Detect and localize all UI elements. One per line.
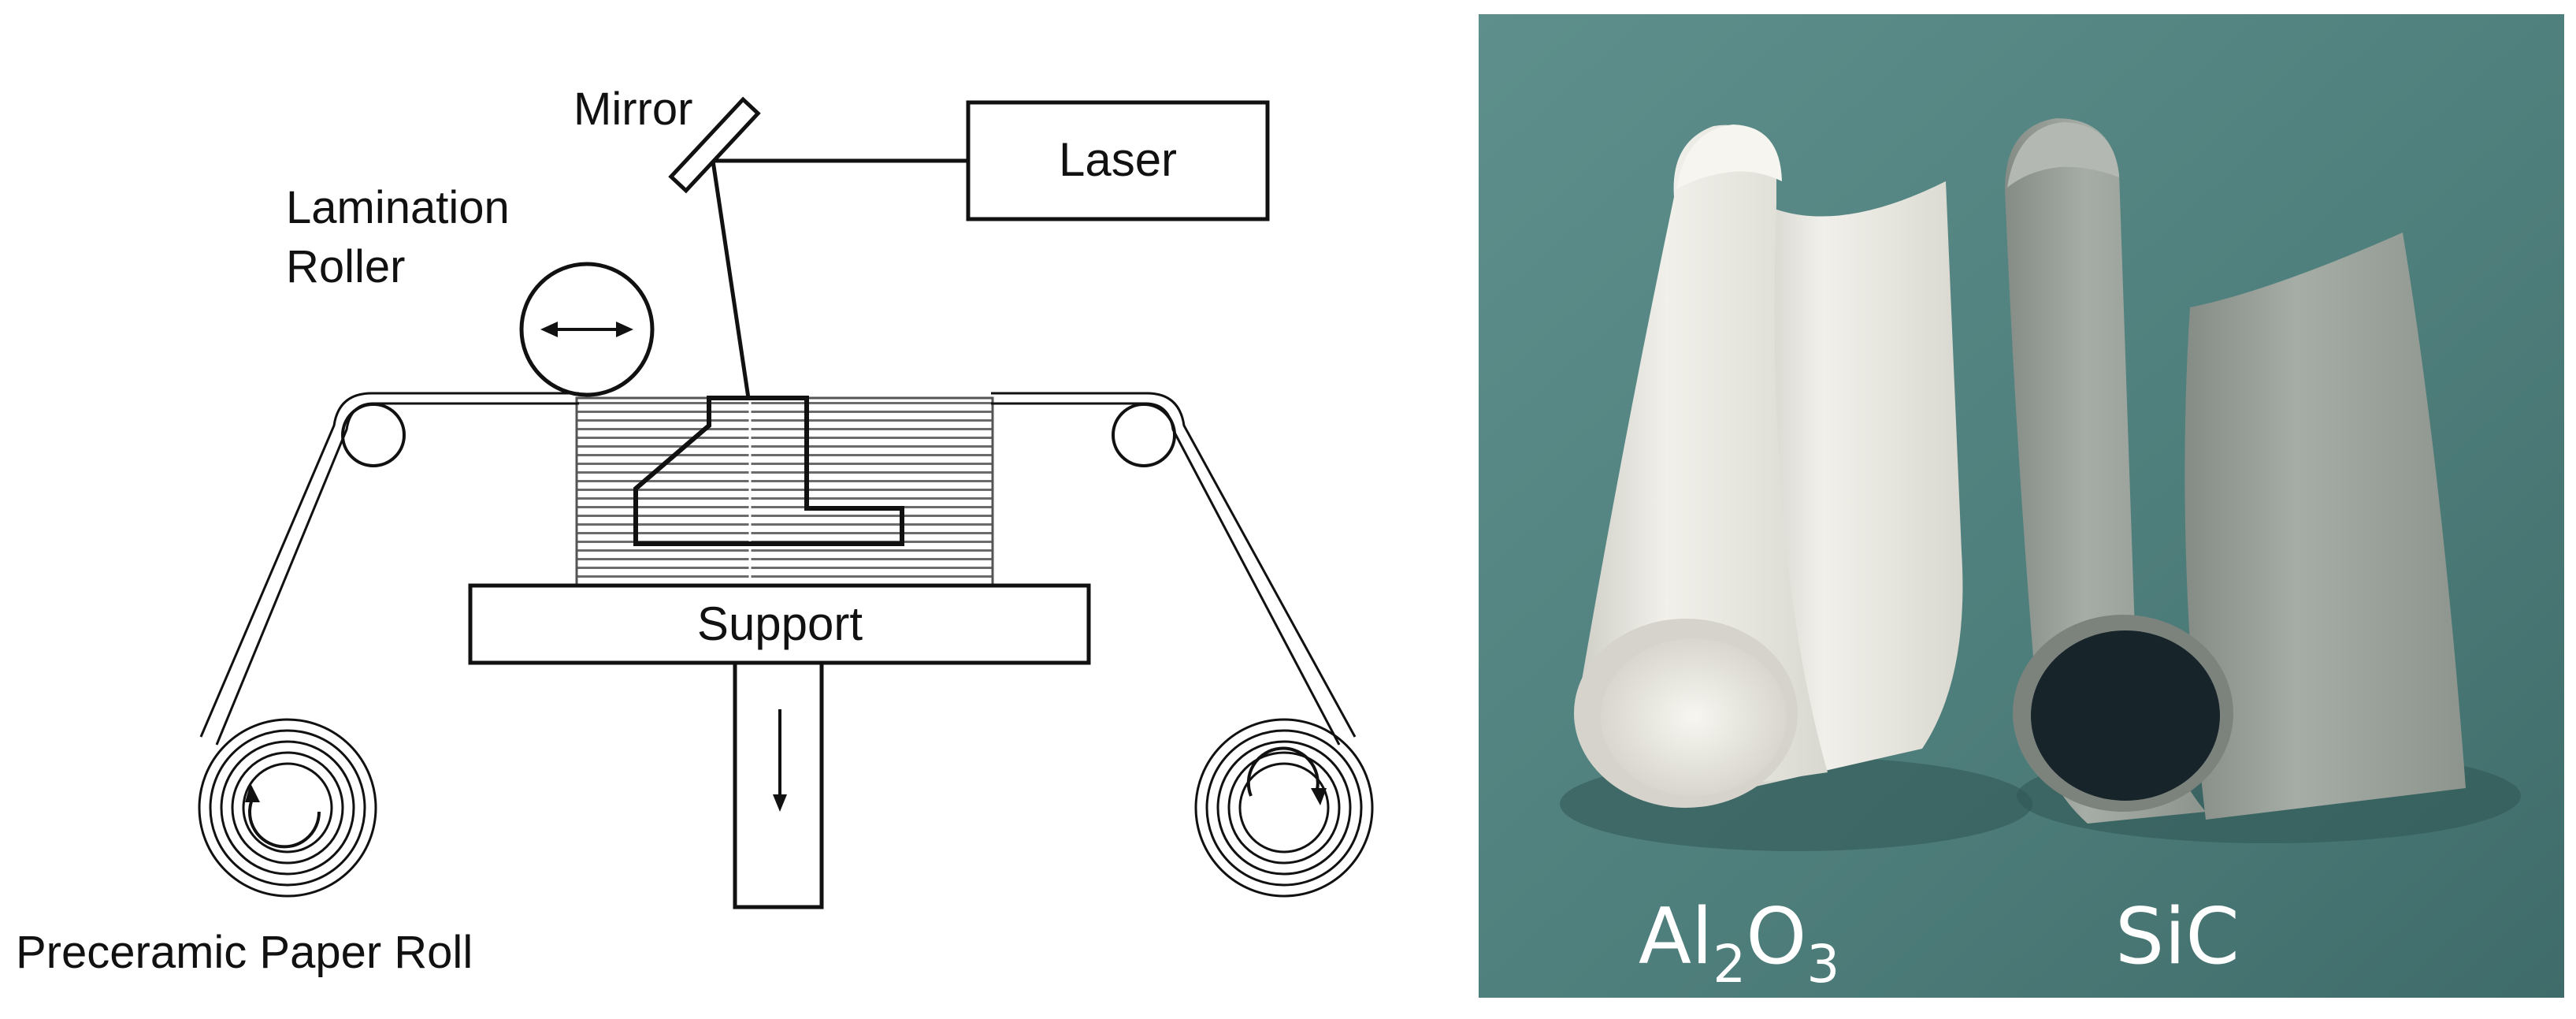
paper-path-left-outer bbox=[199, 392, 579, 738]
paper-path-right-outer bbox=[991, 392, 1357, 738]
paper-path-left-inner bbox=[215, 402, 579, 746]
sic-paper-roll bbox=[2005, 118, 2466, 824]
lamination-label-line2: Roller bbox=[286, 241, 406, 292]
fabricated-part-outline bbox=[633, 396, 904, 546]
paper-path-right-inner bbox=[991, 402, 1341, 746]
right-paper-roll bbox=[1194, 718, 1374, 898]
laminated-stack bbox=[575, 396, 994, 587]
roller-arrow-left-head bbox=[540, 322, 558, 337]
alumina-label: Al2O3 bbox=[1639, 892, 1839, 995]
alumina-paper-roll bbox=[1574, 125, 1963, 808]
support-platform bbox=[468, 583, 1091, 665]
paper-rolls-photo: Al2O3 SiC bbox=[1479, 14, 2564, 998]
mirror bbox=[668, 96, 761, 194]
piston-arrow-head bbox=[773, 794, 787, 812]
sic-label: SiC bbox=[2115, 892, 2240, 982]
roller-arrow-right-head bbox=[616, 322, 633, 337]
laser-box bbox=[966, 100, 1270, 221]
laser-beam-vertical bbox=[711, 160, 751, 399]
lom-schematic bbox=[198, 96, 1374, 909]
mirror-label: Mirror bbox=[573, 84, 692, 135]
support-label: Support bbox=[697, 597, 863, 650]
right-guide-roller bbox=[1112, 403, 1176, 467]
lamination-label-line1: Lamination bbox=[286, 182, 510, 233]
left-paper-roll bbox=[198, 718, 377, 898]
paper-roll-label: Preceramic Paper Roll bbox=[16, 927, 473, 978]
laser-label: Laser bbox=[1059, 133, 1177, 186]
